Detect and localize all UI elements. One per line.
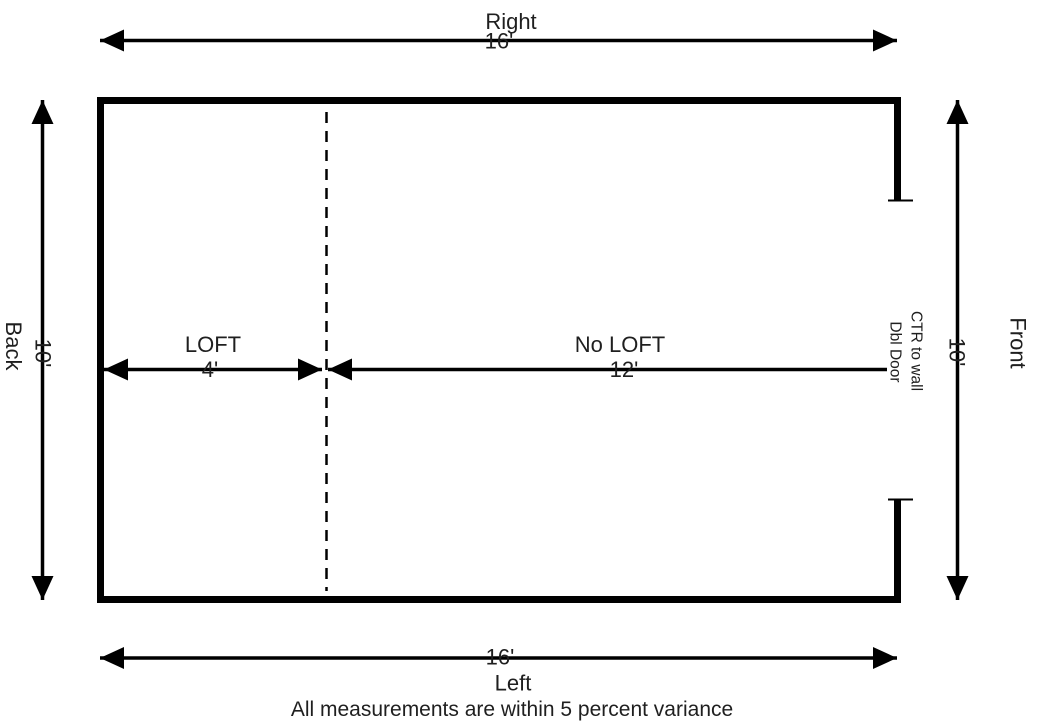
variance-footnote: All measurements are within 5 percent va… bbox=[291, 698, 733, 721]
right-dimension-label: 10' bbox=[945, 338, 970, 367]
no-loft-dimension-label: 12' bbox=[610, 357, 639, 382]
door-note-line2: Dbl Door bbox=[887, 321, 904, 382]
wall-outline bbox=[97, 97, 898, 603]
top-side-label: Right bbox=[485, 9, 536, 34]
bottom-side-label: Left bbox=[495, 671, 532, 696]
left-side-label: Back bbox=[1, 322, 26, 372]
loft-label: LOFT bbox=[185, 332, 241, 357]
no-loft-label: No LOFT bbox=[575, 332, 665, 357]
bottom-dimension-label: 16' bbox=[486, 645, 515, 670]
top-dimension-label: 16' bbox=[485, 29, 514, 54]
right-side-label: Front bbox=[1006, 317, 1031, 368]
door-note-line1: CTR to wall bbox=[908, 311, 925, 391]
loft-dimension-label: 4' bbox=[202, 357, 218, 382]
left-dimension-label: 10' bbox=[31, 339, 56, 368]
